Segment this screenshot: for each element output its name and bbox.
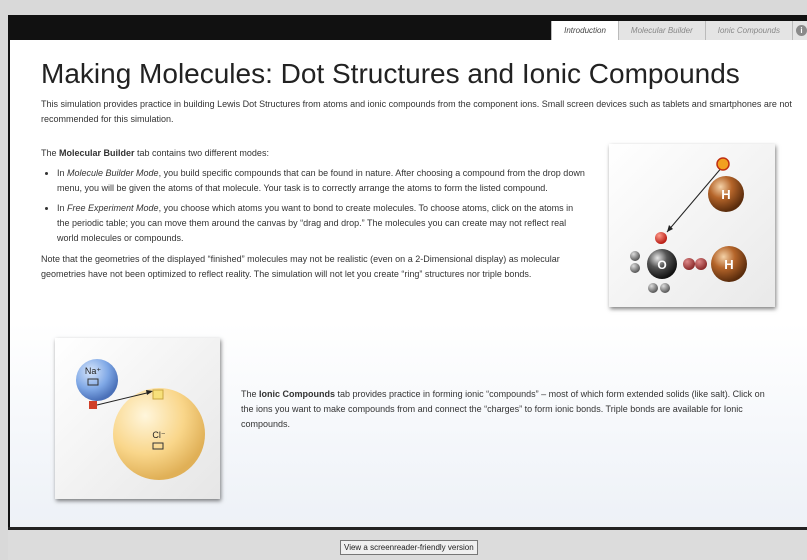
tab-strip: Introduction Molecular Builder Ionic Com…: [551, 21, 807, 40]
water-molecule-figure: H O H: [630, 157, 747, 293]
hydrogen-atom-right: [711, 246, 747, 282]
arrow-head: [667, 225, 673, 232]
tab-molecular-builder[interactable]: Molecular Builder: [617, 21, 705, 40]
introduction-panel: Making Molecules: Dot Structures and Ion…: [10, 40, 807, 527]
geometry-note: Note that the geometries of the displaye…: [41, 254, 560, 279]
electron-dot: [648, 283, 658, 293]
atom-label: H: [721, 187, 730, 202]
page-title: Making Molecules: Dot Structures and Ion…: [41, 58, 740, 89]
ion-label: Na⁺: [85, 366, 102, 376]
ionic-compounds-description: The Ionic Compounds tab provides practic…: [241, 389, 765, 429]
charge-box: [152, 442, 164, 450]
highlighted-electron: [716, 157, 730, 171]
molecular-builder-description: The Molecular Builder tab contains two d…: [41, 146, 586, 282]
screenreader-version-button[interactable]: View a screenreader-friendly version: [340, 540, 478, 555]
tab-info[interactable]: i: [792, 21, 807, 40]
list-item: In Molecule Builder Mode, you build spec…: [57, 166, 586, 196]
sodium-ion: [76, 359, 118, 401]
sodium-charge: [89, 401, 97, 409]
tab-introduction[interactable]: Introduction: [551, 21, 618, 40]
bond-electron: [695, 258, 707, 270]
list-item: In Free Experiment Mode, you choose whic…: [57, 201, 586, 246]
bond-electron: [683, 258, 695, 270]
molecular-builder-illustration: H O H: [609, 144, 775, 307]
atom-label: O: [657, 258, 666, 272]
top-bar: Introduction Molecular Builder Ionic Com…: [10, 15, 807, 40]
electron-dot: [660, 283, 670, 293]
chloride-ion: [113, 388, 205, 480]
charge-box: [87, 378, 99, 386]
footer-bar: View a screenreader-friendly version: [8, 527, 807, 560]
ionic-compounds-illustration: Na⁺ Cl⁻: [55, 338, 220, 499]
lone-electron: [655, 232, 667, 244]
hydrogen-atom-top: [708, 176, 744, 212]
simulation-frame: Introduction Molecular Builder Ionic Com…: [8, 15, 807, 527]
chloride-charge-slot: [152, 389, 164, 400]
electron-dot: [630, 251, 640, 261]
electron-dot: [630, 263, 640, 273]
tab-ionic-compounds[interactable]: Ionic Compounds: [704, 21, 792, 40]
atom-label: H: [724, 257, 733, 272]
ion-label: Cl⁻: [152, 430, 165, 440]
oxygen-atom: [647, 249, 677, 279]
info-icon: i: [796, 25, 807, 36]
arrow-head: [146, 390, 153, 395]
nacl-figure: Na⁺ Cl⁻: [76, 359, 205, 480]
mode-list: In Molecule Builder Mode, you build spec…: [41, 166, 586, 246]
drag-arrow: [666, 165, 724, 233]
bond-arrow: [96, 391, 152, 406]
molecular-builder-intro: The Molecular Builder tab contains two d…: [41, 148, 269, 158]
intro-paragraph: This simulation provides practice in bui…: [41, 99, 792, 124]
